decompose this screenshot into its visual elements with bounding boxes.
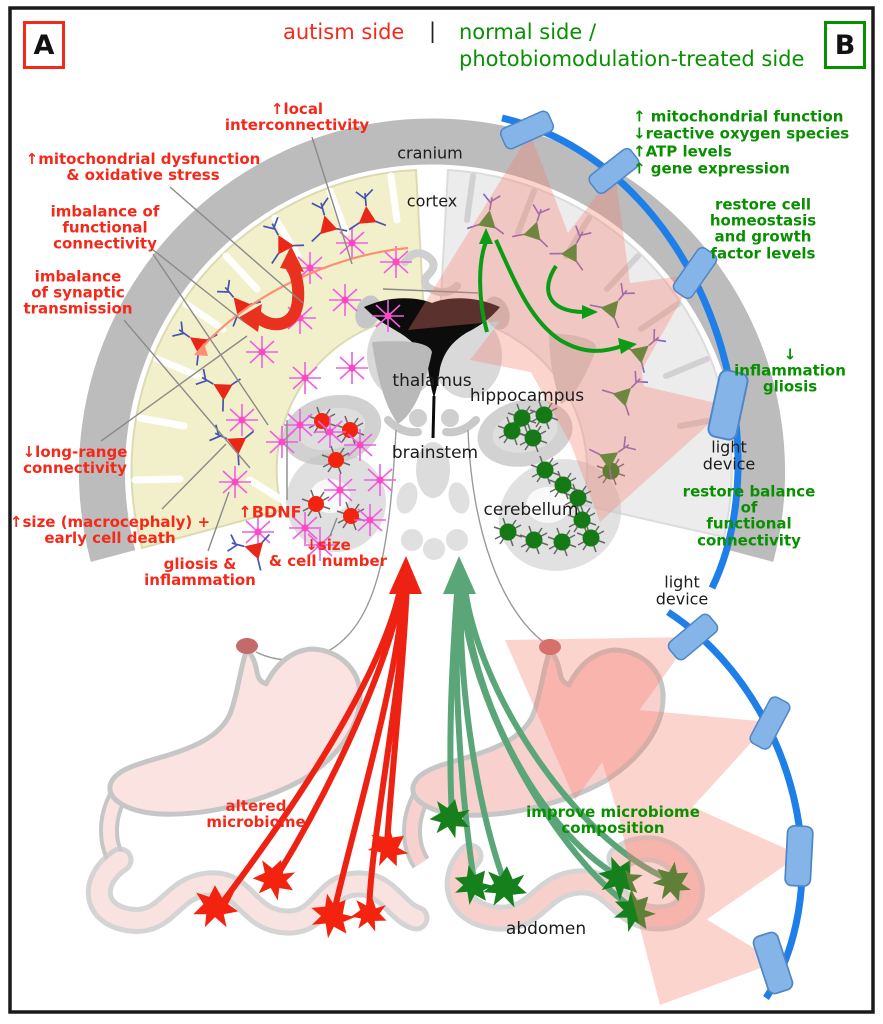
corpus-callosum: [382, 249, 479, 297]
autism-arrowhead: [389, 556, 422, 594]
local-hyperconnectivity-arrow: [238, 246, 305, 332]
leader-lines: [100, 136, 353, 552]
healthy-cells-right: [493, 400, 626, 557]
treated-arrowhead: [443, 556, 476, 594]
panel-label-b: B: [824, 21, 866, 69]
restored-connectivity-arrows: [478, 239, 623, 353]
header-autism-side: autism side: [283, 20, 405, 44]
gut-brain-pathway-autism: [219, 577, 410, 915]
light-device-abdomen-arc: [665, 609, 815, 1000]
panel-label-a: A: [23, 21, 65, 69]
cranium-shape: [79, 118, 785, 562]
intestines-left: [85, 846, 430, 936]
header-normal-side: normal side / photobiomodulation-treated…: [459, 20, 805, 72]
affected-cells-left: [301, 406, 366, 531]
brainstem-shape: [384, 409, 480, 560]
esophagus-stub-left: [236, 638, 258, 654]
light-device-head-arc: [498, 108, 750, 590]
restored-connectivity-arrowheads: [479, 228, 637, 354]
esophagus-stub-right: [539, 639, 561, 655]
light-beams-abdomen: [505, 637, 800, 1005]
header-divider: |: [429, 19, 437, 43]
light-emitter: [783, 824, 815, 888]
cortex-left-autism: [130, 168, 426, 550]
gut-brain-pathway-treated: [447, 577, 673, 911]
